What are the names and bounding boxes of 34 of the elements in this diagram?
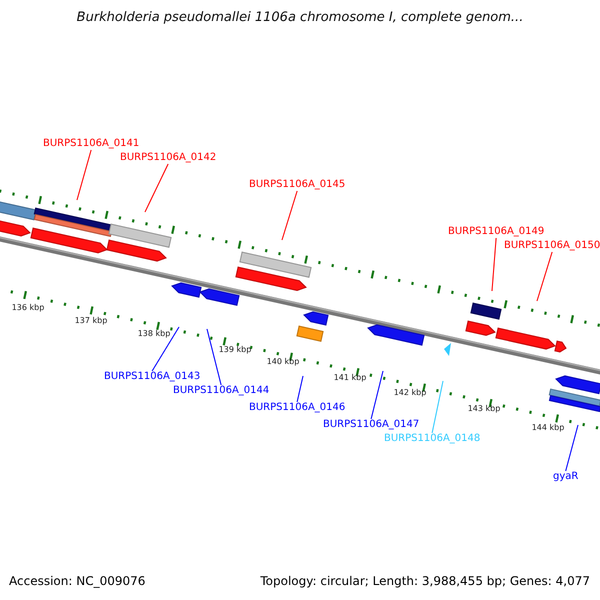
leader-line xyxy=(370,370,384,420)
genome-summary-text: Topology: circular; Length: 3,988,455 bp; Genes: 4,077 xyxy=(260,574,590,588)
scale-label: 139 kbp xyxy=(218,345,252,355)
title: Burkholderia pseudomallei 1106a chromosome I, complete genom... xyxy=(76,10,524,25)
leader-line xyxy=(296,376,304,402)
scale-label: 143 kbp xyxy=(468,404,500,414)
scale-label: 144 kbp xyxy=(532,423,564,433)
gene-label: BURPS1106A_0145 xyxy=(249,179,346,191)
scale-label: 140 kbp xyxy=(266,357,300,367)
gene-label: BURPS1106A_0141 xyxy=(43,138,140,150)
scale-label: 137 kbp xyxy=(74,316,108,326)
leader-line xyxy=(152,326,180,372)
gene-label: gyaR xyxy=(553,471,578,483)
gene-label: BURPS1106A_0150 xyxy=(504,240,600,252)
scale-label: 141 kbp xyxy=(334,373,366,383)
gene-label: BURPS1106A_0144 xyxy=(173,385,270,397)
scale-label: 138 kbp xyxy=(138,329,170,339)
leader-line xyxy=(536,252,553,302)
scale-label: 136 kbp xyxy=(12,303,44,313)
accession-text: Accession: NC_009076 xyxy=(9,574,146,588)
leader-line xyxy=(565,424,578,472)
leader-line xyxy=(144,164,169,212)
gene-label: BURPS1106A_0149 xyxy=(448,226,544,238)
gene-label: BURPS1106A_0146 xyxy=(249,402,346,414)
gene-label: BURPS1106A_0143 xyxy=(104,371,200,383)
gene-label: BURPS1106A_0142 xyxy=(120,152,216,164)
leader-line xyxy=(432,380,444,434)
leader-line xyxy=(76,150,92,200)
leader-line xyxy=(492,238,497,292)
leader-line xyxy=(282,190,298,240)
gene-label: BURPS1106A_0148 xyxy=(384,433,480,445)
gene-label: BURPS1106A_0147 xyxy=(323,419,420,431)
leader-line xyxy=(206,328,222,386)
scale-label: 142 kbp xyxy=(394,388,426,398)
